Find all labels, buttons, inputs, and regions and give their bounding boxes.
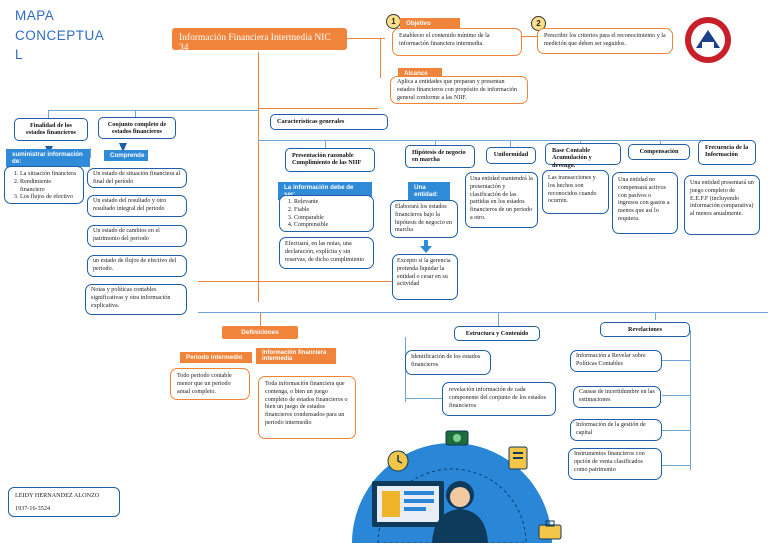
uniformidad-text: Una entidad mantendrá la presentación y … — [465, 172, 538, 228]
frecuencia-text: Una entidad presentará un juego completo… — [684, 175, 760, 235]
finalidad-header: Finalidad de los estados financieros — [14, 118, 88, 141]
caracteristicas-header: Características generales — [270, 114, 388, 130]
hipotesis-text-2: Excepto si la gerencia pretenda liquidar… — [392, 254, 458, 300]
hipotesis-text-1: Elaborará los estados financieros bajo l… — [390, 200, 458, 238]
author-box: LEIDY HERNANDEZ ALONZO 1937-16-3524 — [8, 487, 120, 517]
briefcase-icon — [538, 520, 562, 540]
page-title: MAPA CONCEPTUA L — [15, 8, 105, 63]
money-icon — [445, 430, 469, 446]
center-title: Información Financiera Intermedia NIC 34 — [172, 28, 347, 53]
revelaciones-item-4: Instrumentos financieros con opción de v… — [568, 448, 662, 480]
estructura-header: Estructura y Contenido — [454, 326, 540, 341]
finalidad-pill: suministrar información de: — [6, 149, 90, 167]
author-name: LEIDY HERNANDEZ ALONZO — [15, 492, 100, 499]
arrow-down-icon — [420, 240, 432, 253]
number-badge-1: 1 — [386, 14, 401, 29]
objetivo-label: Objetivo — [400, 18, 460, 29]
conjunto-item-1: Un estado de situación financiera al fin… — [87, 168, 187, 188]
base-contable-header: Base Contable Acumulación y devengo. — [545, 143, 621, 169]
info-intermedia-label: Información financiera intermedia — [256, 348, 336, 364]
base-contable-text: Las transacciones y los hechos son recon… — [542, 170, 609, 214]
objetivo2-box: Prescribir los criterios para el reconoc… — [537, 28, 673, 54]
document-icon — [508, 446, 528, 470]
compensacion-header: Compensación — [628, 144, 690, 160]
periodo-intermedio-label: Periodo intermedio — [180, 352, 252, 363]
hipotesis-header: Hipótesis de negocio en marcha — [405, 145, 475, 168]
presentacion-note: Efectuará, en las notas, una declaración… — [279, 237, 374, 269]
hipotesis-pill: Una entidad: — [408, 182, 450, 200]
arrow-down-icon — [118, 139, 128, 152]
compensacion-text: Una entidad no compensará activos con pa… — [612, 172, 678, 234]
conjunto-item-3: Un estado de cambios en el patrimonio de… — [87, 225, 187, 247]
conjunto-item-5: Notas y políticas contables significativ… — [85, 284, 187, 315]
author-id: 1937-16-3524 — [15, 504, 51, 512]
objetivo-box: Establecer el contenido mínimo de la inf… — [392, 28, 522, 56]
estructura-item-2: revelación información de cada component… — [442, 382, 556, 416]
presentacion-header: Presentación razonable Cumplimiento de l… — [285, 148, 375, 172]
conjunto-pill: Comprende — [104, 150, 148, 161]
presentacion-list: Relevante Fiable Comparable Comprensible — [279, 195, 374, 232]
periodo-intermedio-text: Todo periodo contable menor que un perio… — [170, 368, 250, 400]
revelaciones-item-1: Información a Revelar sobre Políticas Co… — [570, 350, 662, 372]
alcance-box: Aplica a entidades que preparan y presen… — [390, 76, 528, 104]
revelaciones-item-3: Información de la gestión de capital — [570, 419, 662, 441]
conjunto-header: Conjunto completo de estados financieros — [98, 117, 176, 139]
definiciones-label: Definiciones — [222, 326, 298, 339]
info-intermedia-text: Toda información financiera que contenga… — [258, 376, 356, 439]
university-seal-icon — [683, 15, 733, 65]
uniformidad-header: Uniformidad — [486, 147, 536, 164]
finalidad-list: La situación financiera Rendimiento fina… — [4, 166, 84, 204]
conjunto-item-2: Un estado del resultado y otro resultado… — [87, 195, 187, 217]
revelaciones-header: Revelaciones — [600, 322, 690, 337]
estructura-item-1: Identificación de los estados financiero… — [405, 350, 491, 375]
clock-icon — [387, 450, 409, 472]
arrow-down-icon — [44, 141, 54, 154]
frecuencia-header: Frecuencia de la Información — [698, 140, 756, 165]
illustration — [330, 425, 570, 544]
conjunto-item-4: un estado de flujos de efectivo del peri… — [87, 255, 187, 277]
alcance-label: Alcance — [398, 68, 442, 79]
revelaciones-item-2: Causas de incertidumbre en las estimacio… — [573, 386, 661, 408]
